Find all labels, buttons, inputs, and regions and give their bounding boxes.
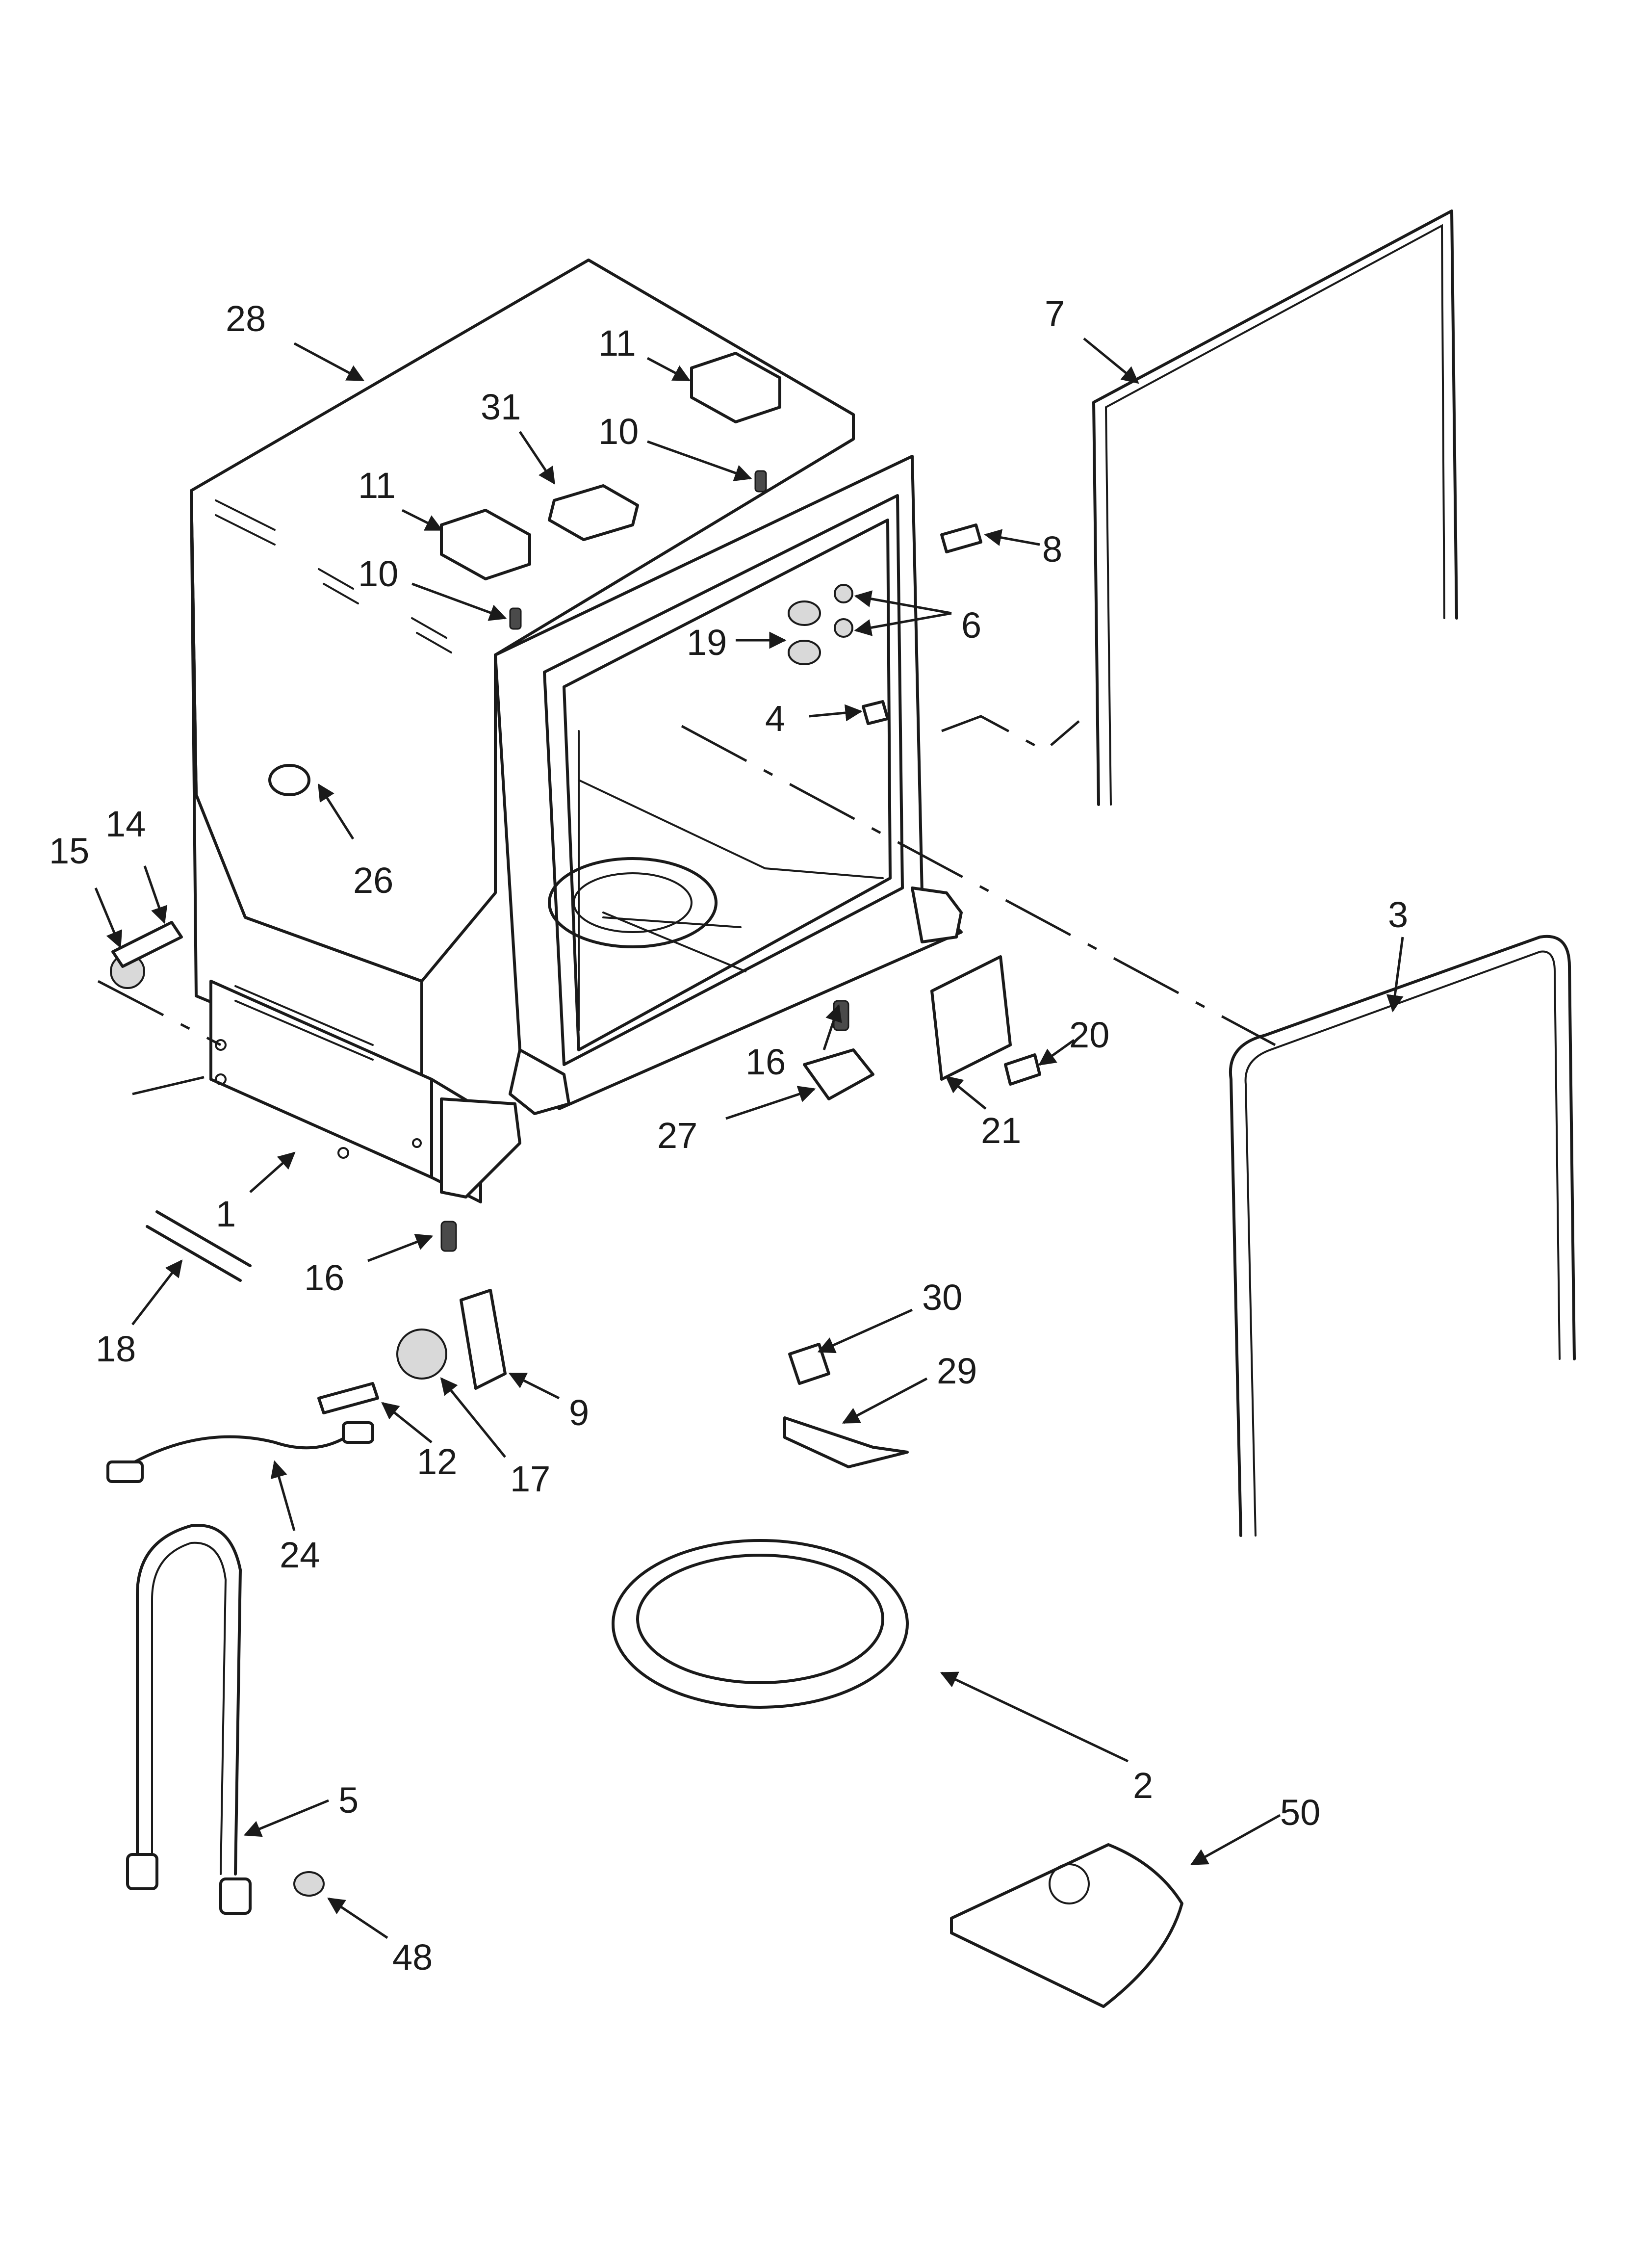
filter-ring-2-inner xyxy=(636,1554,884,1684)
hinge-bracket-11-left xyxy=(440,509,531,580)
callout-5: 5 xyxy=(338,1780,359,1821)
leader-lines xyxy=(94,338,1404,1939)
callout-50: 50 xyxy=(1280,1792,1320,1833)
parts-bag-50 xyxy=(950,1843,1183,2008)
center-line-right xyxy=(941,715,1080,753)
foot-16-bottom xyxy=(440,1221,457,1252)
callout-10: 10 xyxy=(358,553,398,594)
screw-10-left xyxy=(509,607,522,630)
callout-31: 31 xyxy=(481,387,521,427)
hinge-bracket-11-right xyxy=(690,352,781,423)
callout-9: 9 xyxy=(569,1392,589,1433)
callout-6: 6 xyxy=(961,605,981,646)
callout-12: 12 xyxy=(417,1441,457,1482)
wire-24-terminal-right xyxy=(342,1421,374,1444)
callout-17: 17 xyxy=(510,1459,550,1499)
callout-19: 19 xyxy=(687,622,727,663)
callout-labels: 28 11 10 31 11 10 7 8 19 6 4 26 15 14 3 … xyxy=(49,293,1408,1978)
callout-28: 28 xyxy=(226,298,266,339)
screw-20 xyxy=(1004,1053,1041,1086)
clip-29 xyxy=(783,1416,909,1468)
callout-3: 3 xyxy=(1388,894,1408,935)
roller-19-bottom xyxy=(788,640,821,665)
hose-5-inner xyxy=(151,1541,227,1875)
gasket-3 xyxy=(1229,935,1576,1537)
callout-18: 18 xyxy=(96,1329,136,1369)
callout-10: 10 xyxy=(598,411,639,452)
plate-31 xyxy=(548,484,639,541)
callout-1: 1 xyxy=(216,1194,236,1234)
roller-19-top xyxy=(788,600,821,626)
filter-ring-2 xyxy=(612,1539,909,1709)
tub-assembly xyxy=(190,259,963,1203)
sensor-30 xyxy=(788,1343,830,1385)
callout-20: 20 xyxy=(1069,1015,1109,1055)
callout-16: 16 xyxy=(304,1257,344,1298)
callout-8: 8 xyxy=(1042,529,1062,570)
wire-24 xyxy=(116,1431,355,1473)
gasket-7 xyxy=(1092,209,1458,806)
callout-4: 4 xyxy=(765,698,785,739)
gasket-3-inner xyxy=(1244,950,1561,1537)
callout-24: 24 xyxy=(280,1535,320,1575)
wire-24-terminal-left xyxy=(106,1460,144,1483)
washer-6-bottom xyxy=(834,618,853,638)
bolt-14 xyxy=(111,921,183,968)
callout-48: 48 xyxy=(392,1937,433,1978)
callout-16: 16 xyxy=(745,1042,786,1082)
callout-11: 11 xyxy=(598,323,636,364)
callout-29: 29 xyxy=(937,1351,977,1391)
plug-26 xyxy=(268,764,310,796)
hose-5-end-left xyxy=(126,1853,158,1890)
bracket-21 xyxy=(930,955,1012,1081)
callout-26: 26 xyxy=(353,860,393,901)
callout-15: 15 xyxy=(49,831,89,871)
gasket-7-inner xyxy=(1104,224,1445,806)
callout-11: 11 xyxy=(358,465,396,506)
callout-14: 14 xyxy=(105,804,146,844)
washer-6-top xyxy=(834,584,853,603)
screw-10-right xyxy=(754,470,767,493)
clip-27 xyxy=(803,1048,874,1100)
hose-5-end-right xyxy=(219,1877,252,1915)
callout-30: 30 xyxy=(922,1277,962,1318)
wheel-17 xyxy=(396,1329,447,1380)
hose-5 xyxy=(136,1524,242,1876)
clamp-48 xyxy=(293,1871,325,1897)
screw-12 xyxy=(317,1382,379,1414)
callout-2: 2 xyxy=(1133,1765,1153,1806)
callout-27: 27 xyxy=(657,1115,697,1156)
callout-7: 7 xyxy=(1045,293,1065,334)
plug-4 xyxy=(862,700,889,725)
callout-21: 21 xyxy=(981,1110,1021,1151)
center-line-top xyxy=(681,725,1276,1046)
bag-ring xyxy=(1049,1863,1090,1904)
bracket-9 xyxy=(460,1289,507,1390)
spring-18 xyxy=(146,1210,252,1282)
screw-8 xyxy=(940,523,982,553)
center-line-left xyxy=(97,980,222,1095)
